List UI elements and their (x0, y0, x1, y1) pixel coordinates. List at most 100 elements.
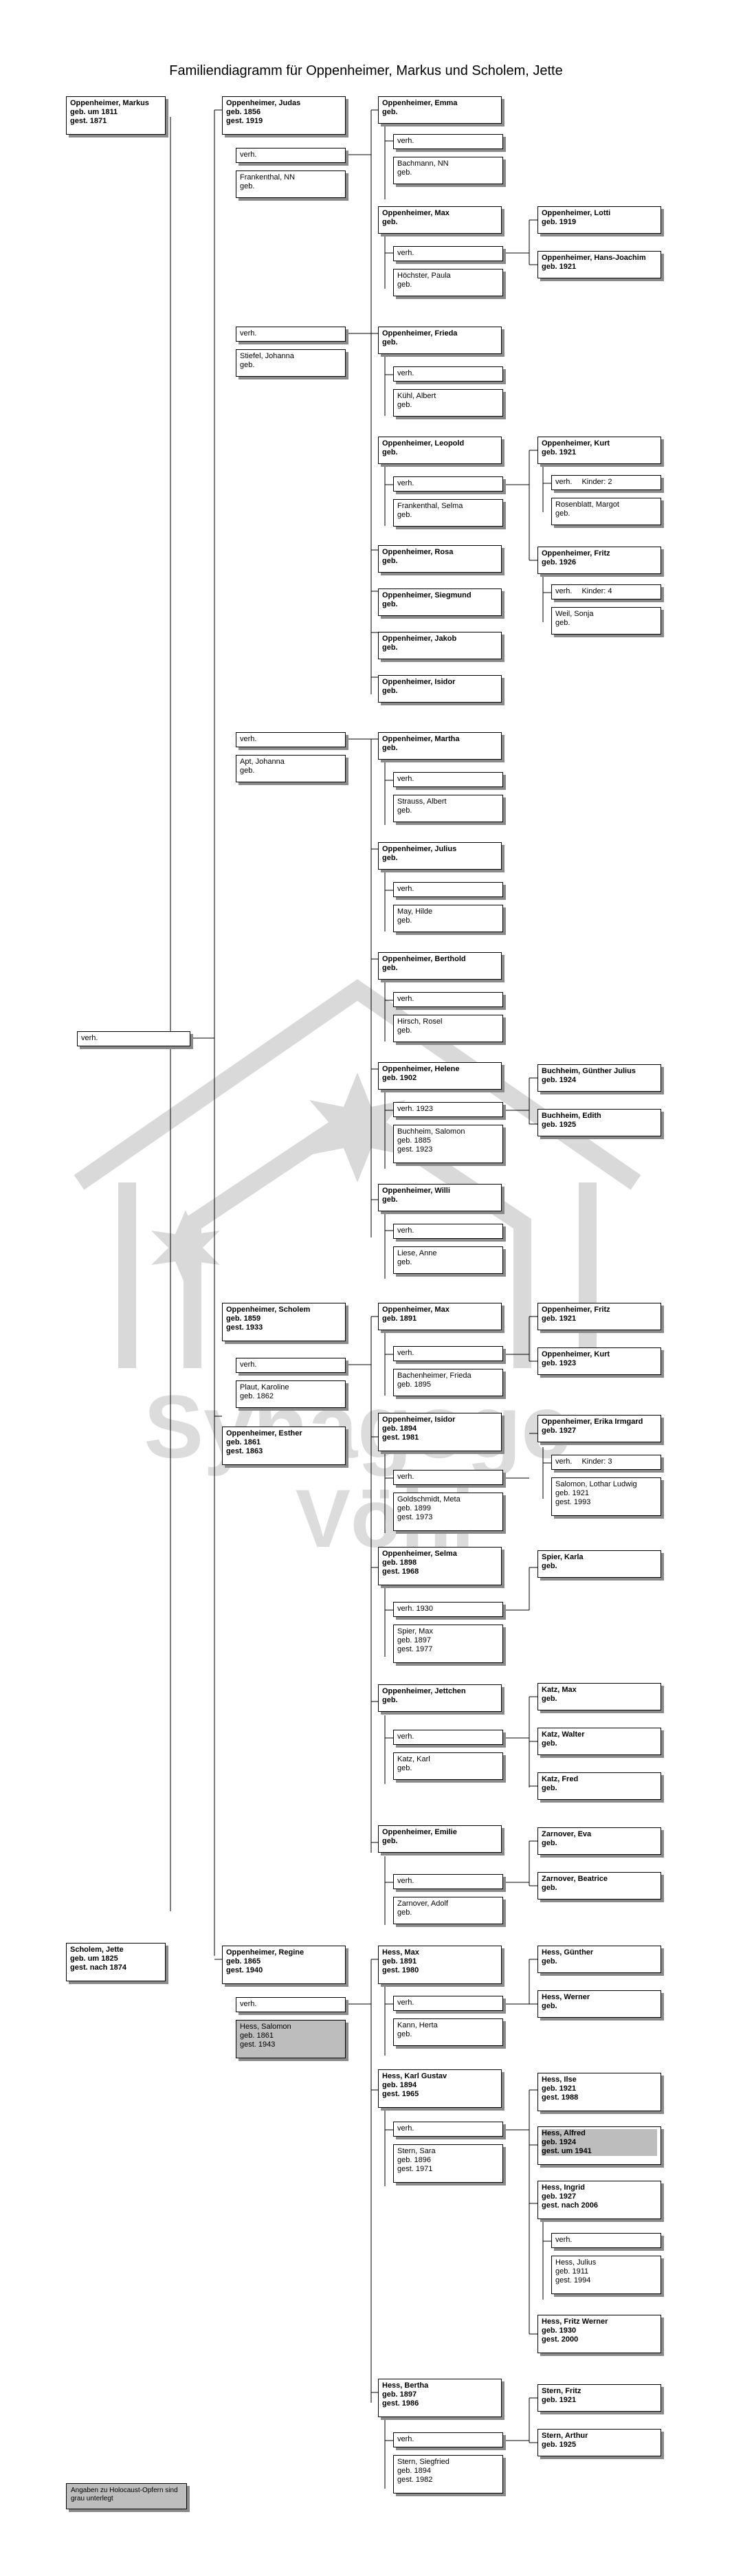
person-line: verh. (397, 775, 414, 783)
person-line: Oppenheimer, Regine (226, 1948, 304, 1957)
person-line: verh. (397, 1877, 414, 1885)
person-line: Hess, Werner (542, 1993, 590, 2001)
person-line: gest. 1986 (382, 2399, 419, 2408)
person-line: geb. (397, 1258, 412, 1266)
person-line: geb. (555, 619, 570, 627)
person-line: geb. 1896 (397, 2156, 431, 2164)
person-line: Oppenheimer, Max (382, 1306, 450, 1314)
person-line: verh. (397, 1732, 414, 1741)
person-line: Buchheim, Edith (542, 1112, 601, 1120)
person-line: geb. 1925 (542, 1121, 577, 1129)
person-line: Oppenheimer, Fritz (542, 549, 610, 558)
person-line: verh. (240, 329, 257, 338)
person-line: May, Hilde (397, 907, 433, 916)
person-line: Stern, Fritz (542, 2387, 581, 2395)
person-box-c48: verh. (393, 1996, 503, 2011)
person-box-c27: verh. 1923 (393, 1102, 503, 1117)
person-line: verh. (397, 885, 414, 893)
person-line: Oppenheimer, Hans-Joachim (542, 254, 646, 262)
person-line: Oppenheimer, Siegmund (382, 591, 472, 599)
person-line: gest. 1980 (382, 1966, 419, 1974)
person-box-c30: verh. (393, 1224, 503, 1239)
person-line: geb. (397, 916, 412, 925)
person-line: Stern, Siegfried (397, 2458, 450, 2466)
person-line: Spier, Karla (542, 1553, 584, 1561)
person-line: Oppenheimer, Erika Irmgard (542, 1418, 643, 1426)
person-line: geb. 1924 (542, 1076, 577, 1084)
person-line: Salomon, Lothar Ludwig (555, 1480, 637, 1488)
person-line: Oppenheimer, Kurt (542, 439, 610, 448)
person-box-p2: verh. (77, 1031, 190, 1046)
person-line: geb. (382, 1837, 398, 1845)
person-line: Kinder: 4 (581, 587, 612, 595)
person-line: geb. 1897 (382, 2390, 417, 2399)
person-line: verh. (397, 1349, 414, 1357)
person-line: gest. 1940 (226, 1966, 263, 1974)
person-line: Oppenheimer, Jakob (382, 635, 457, 643)
person-line: Oppenheimer, Berthold (382, 955, 466, 963)
person-box-g7: verh. Kinder: 4 (551, 584, 661, 599)
person-line: geb. (382, 687, 398, 695)
person-line: geb. 1921 (542, 2396, 577, 2404)
person-box-c2: verh. (393, 134, 503, 149)
person-line: Hess, Salomon (240, 2023, 291, 2031)
person-line: Oppenheimer, Martha (382, 735, 460, 743)
person-line: verh. (397, 1999, 414, 2007)
person-line: geb. (382, 643, 398, 652)
person-line: geb. 1862 (240, 1392, 274, 1400)
person-line: verh. (555, 587, 573, 595)
person-line: Oppenheimer, Esther (226, 1429, 302, 1438)
person-line: geb. (397, 1764, 412, 1772)
person-box-c39: verh. 1930 (393, 1602, 503, 1617)
person-line: geb. (382, 744, 398, 752)
person-line: Stiefel, Johanna (240, 352, 294, 360)
person-line: geb. 1902 (382, 1074, 417, 1082)
person-box-c8: verh. (393, 366, 503, 382)
person-line: geb. 1894 (397, 2467, 431, 2475)
person-line: geb. (382, 338, 398, 346)
person-line: gest. 2000 (542, 2335, 579, 2344)
person-box-c24: verh. (393, 992, 503, 1007)
person-line: Oppenheimer, Judas (226, 99, 301, 107)
person-line: Strauss, Albert (397, 797, 447, 806)
person-line: Hess, Max (382, 1948, 419, 1957)
person-box-c21: verh. (393, 882, 503, 897)
person-line: verh. 1930 (397, 1605, 433, 1613)
person-line: geb. (542, 1784, 557, 1792)
person-line: verh. (240, 1361, 257, 1369)
person-line: Oppenheimer, Emma (382, 99, 458, 107)
person-line: geb. 1861 (226, 1438, 261, 1446)
person-line: geb. 1921 (542, 1314, 577, 1323)
person-line: Katz, Walter (542, 1730, 585, 1739)
person-line: geb. (382, 448, 398, 456)
person-line: verh. (240, 735, 257, 743)
person-line: geb. (382, 1696, 398, 1704)
person-line: verh. (397, 249, 414, 257)
